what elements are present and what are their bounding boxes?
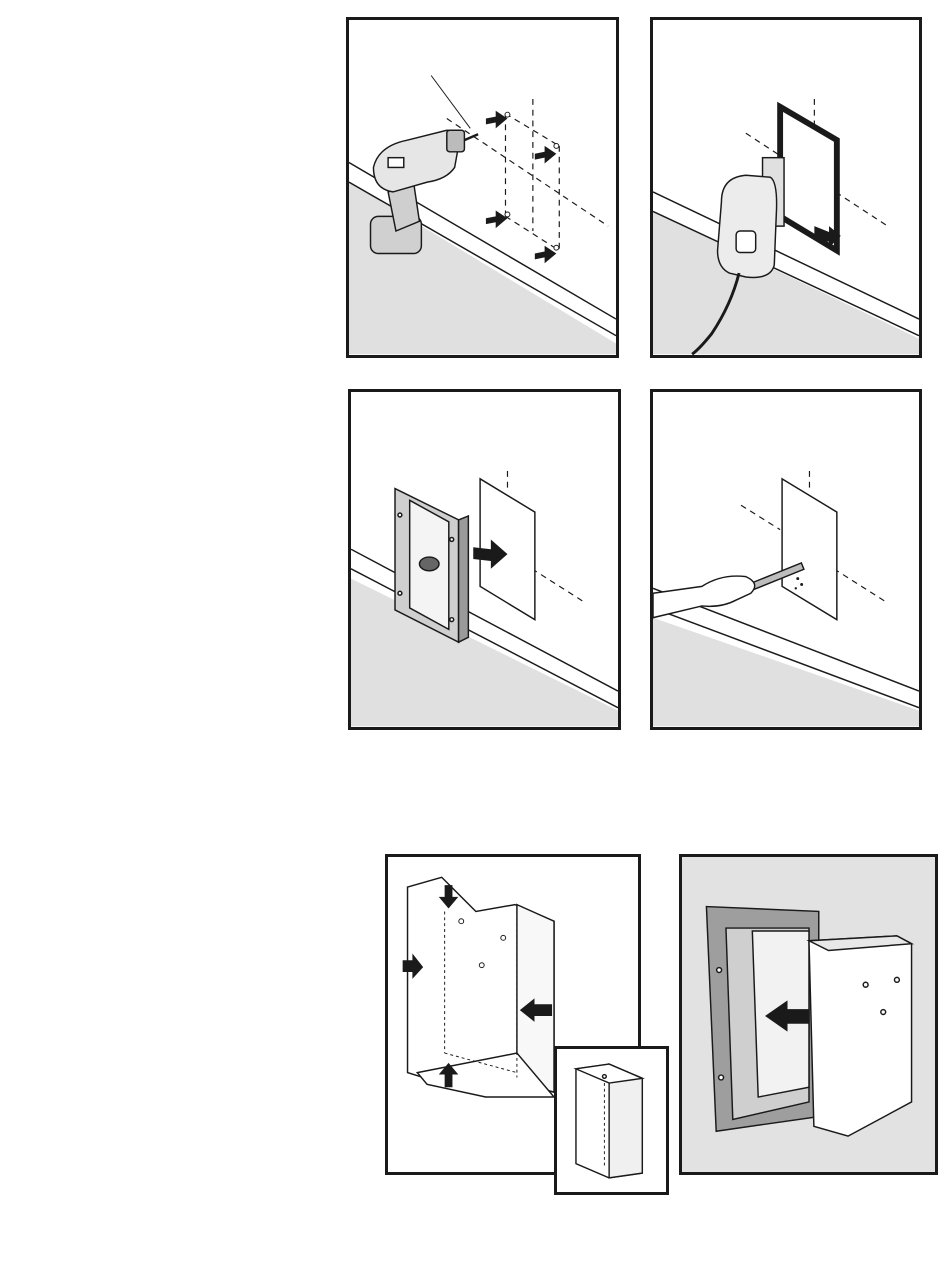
step-file-panel (650, 389, 922, 730)
hole-arrows (486, 111, 556, 264)
floor-shade (351, 579, 618, 727)
step-attach-tunnel-panel (679, 854, 938, 1175)
hand-with-file-icon (653, 563, 804, 618)
frame-illustration (351, 392, 618, 727)
floor-shade (349, 182, 616, 354)
saw-illustration (653, 20, 919, 355)
tunnel-sheet (408, 877, 554, 1097)
drill-illustration (349, 20, 616, 355)
assembled-tunnel-icon (576, 1064, 642, 1178)
step-tunnel-detail-panel (554, 1046, 669, 1195)
floor-shade (653, 618, 919, 727)
cut-opening (780, 107, 837, 251)
file-illustration (653, 392, 919, 727)
drill-bit-leader (431, 76, 470, 129)
step-drill-panel (346, 17, 619, 358)
step-saw-panel (650, 17, 922, 358)
tunnel-piece-icon (809, 936, 912, 1136)
tunnel-detail-illustration (557, 1049, 666, 1192)
floor-shade (653, 211, 919, 354)
attach-tunnel-illustration (682, 857, 935, 1172)
hole-template-lines (447, 99, 608, 251)
step-frame-panel (348, 389, 621, 730)
pilot-holes (505, 112, 559, 250)
wall-opening (782, 479, 837, 620)
